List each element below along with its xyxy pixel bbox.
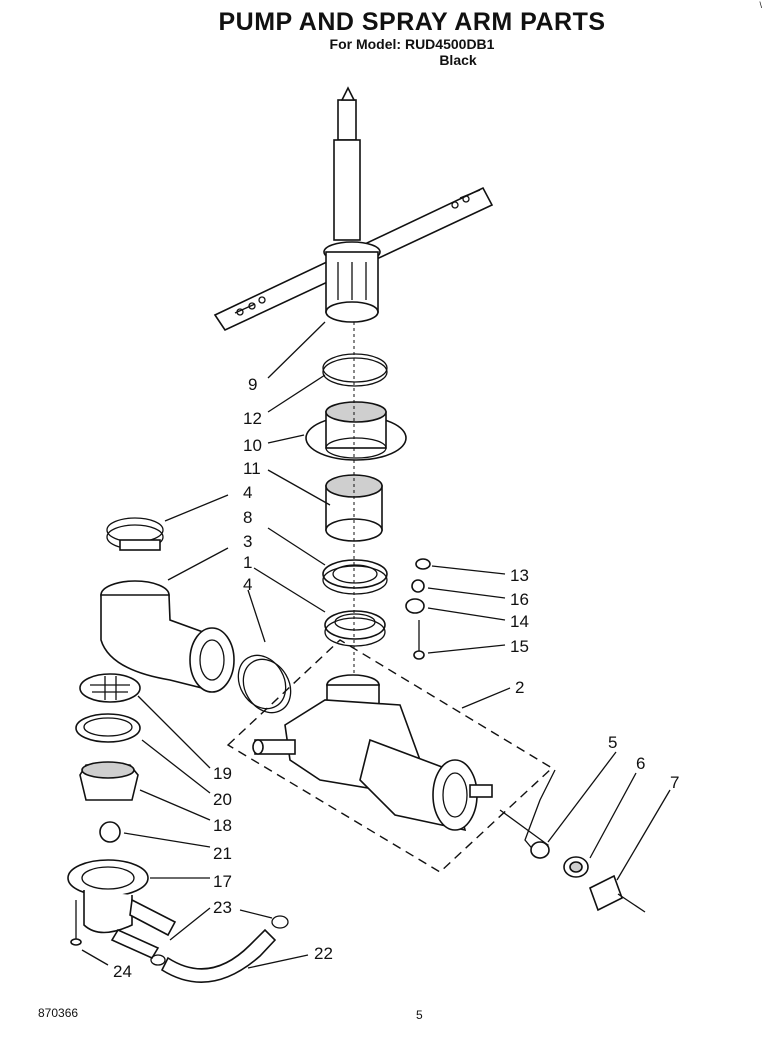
callout-6: 6 <box>636 754 645 773</box>
hose-clamp-upper <box>106 517 164 551</box>
filter-cap <box>79 761 139 801</box>
drain-hose <box>150 915 289 983</box>
callout-4-upper: 4 <box>243 483 252 502</box>
document-number: 870366 <box>38 1006 79 1020</box>
callout-7: 7 <box>670 773 679 792</box>
callout-4-lower: 4 <box>243 575 252 594</box>
small-hardware <box>405 558 431 660</box>
corner-mark: \ <box>759 0 762 10</box>
snap-ring <box>322 353 388 387</box>
callout-labels: 9 12 10 11 4 8 3 1 4 13 16 14 15 2 5 6 7… <box>113 375 679 981</box>
page-number: 5 <box>416 1008 423 1022</box>
callout-12: 12 <box>243 409 262 428</box>
pump-assembly-boundary <box>226 639 554 873</box>
leader-lines <box>81 321 671 969</box>
callout-24: 24 <box>113 962 132 981</box>
filter-gasket <box>75 713 141 743</box>
shaft-seal <box>324 610 386 647</box>
callout-17: 17 <box>213 872 232 891</box>
callout-20: 20 <box>213 790 232 809</box>
callout-14: 14 <box>510 612 529 631</box>
callout-2: 2 <box>515 678 524 697</box>
filter-screen <box>79 673 141 703</box>
callout-15: 15 <box>510 637 529 656</box>
motor-accessories <box>499 769 646 913</box>
callout-9: 9 <box>248 375 257 394</box>
callout-10: 10 <box>243 436 262 455</box>
callout-23: 23 <box>213 898 232 917</box>
screw <box>70 900 82 946</box>
drain-sump <box>67 859 177 960</box>
spray-arm <box>213 86 494 332</box>
callout-21: 21 <box>213 844 232 863</box>
callout-5: 5 <box>608 733 617 752</box>
callout-19: 19 <box>213 764 232 783</box>
pump-hose <box>100 580 235 693</box>
seal <box>322 559 388 595</box>
pump-motor-assembly <box>252 674 493 832</box>
callout-1: 1 <box>243 553 252 572</box>
callout-16: 16 <box>510 590 529 609</box>
color-line: Black <box>439 52 477 68</box>
callout-11: 11 <box>243 459 261 478</box>
model-line: For Model: RUD4500DB1 <box>329 36 495 52</box>
check-ball <box>99 821 121 843</box>
callout-3: 3 <box>243 532 252 551</box>
callout-8: 8 <box>243 508 252 527</box>
hose-clamp-lower <box>237 654 292 714</box>
callout-13: 13 <box>510 566 529 585</box>
page-title: PUMP AND SPRAY ARM PARTS <box>218 8 606 36</box>
callout-22: 22 <box>314 944 333 963</box>
callout-18: 18 <box>213 816 232 835</box>
hub <box>305 401 407 461</box>
